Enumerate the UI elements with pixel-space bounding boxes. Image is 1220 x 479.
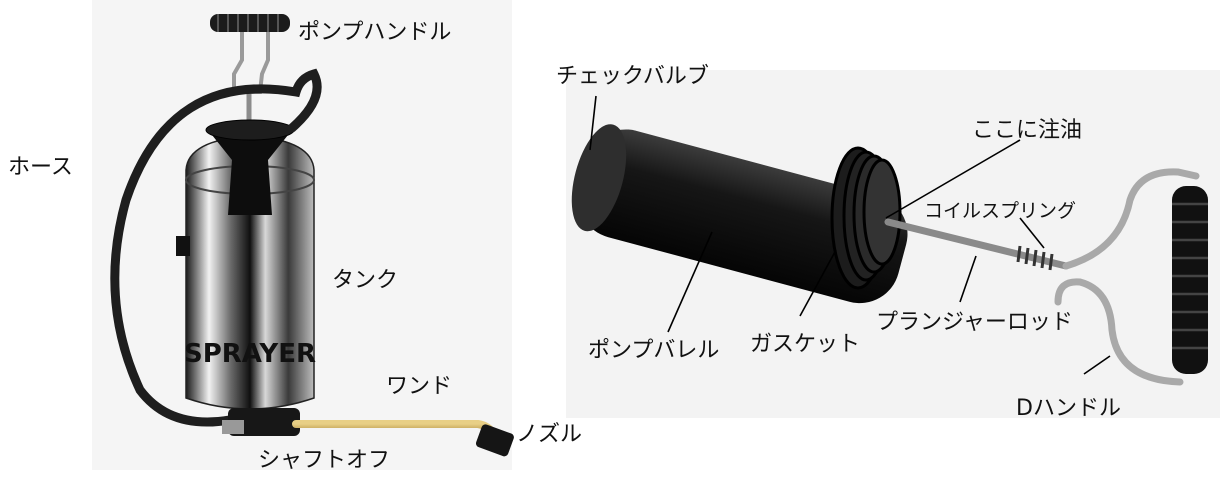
pump-handle-ridges — [217, 14, 279, 32]
label-oil-here: ここに注油 — [972, 118, 1083, 143]
d-handle-grip — [1172, 186, 1208, 374]
leader-coil-spring — [1019, 217, 1045, 249]
label-gasket: ガスケット — [750, 332, 861, 357]
d-handle-lower — [1054, 278, 1184, 386]
d-handle-ridges — [1172, 202, 1208, 350]
tank-funnel — [208, 123, 292, 215]
tank-print: SPRAYER — [184, 339, 316, 369]
gasket — [830, 146, 902, 290]
label-nozzle: ノズル — [516, 422, 583, 447]
nozzle — [475, 424, 514, 457]
tank-clip — [176, 236, 190, 256]
label-wand: ワンド — [386, 374, 453, 399]
label-check-valve: チェックバルブ — [556, 64, 709, 89]
hose — [110, 68, 322, 427]
label-hose: ホース — [8, 155, 73, 180]
leader-lines — [589, 95, 1111, 375]
pump-photo — [566, 70, 1220, 418]
label-plunger-rod: プランジャーロッド — [876, 310, 1073, 335]
label-pump-handle: ポンプハンドル — [298, 20, 452, 45]
label-pump-barrel: ポンプバレル — [588, 338, 720, 363]
leader-pump-barrel — [667, 231, 713, 333]
leader-plunger-rod — [959, 255, 977, 303]
pump-handle-grip — [210, 14, 290, 32]
leader-check-valve — [589, 95, 597, 151]
check-valve-end — [571, 124, 627, 232]
label-d-handle: Dハンドル — [1016, 396, 1121, 421]
d-handle-upper — [1062, 168, 1200, 270]
pump-barrel — [571, 124, 908, 304]
shutoff-coupling — [222, 420, 244, 434]
leader-oil-here — [885, 139, 1021, 219]
shutoff-valve — [228, 408, 300, 436]
sprayer-photo: SPRAYER — [92, 0, 514, 470]
label-shutoff: シャフトオフ — [258, 448, 391, 473]
leader-d-handle — [1083, 355, 1111, 375]
label-tank: タンク — [332, 268, 399, 293]
label-coil-spring: コイルスプリング — [924, 200, 1077, 222]
tank-funnel-rim — [205, 119, 295, 141]
leader-gasket — [799, 249, 837, 317]
coil-spring — [1016, 245, 1054, 271]
